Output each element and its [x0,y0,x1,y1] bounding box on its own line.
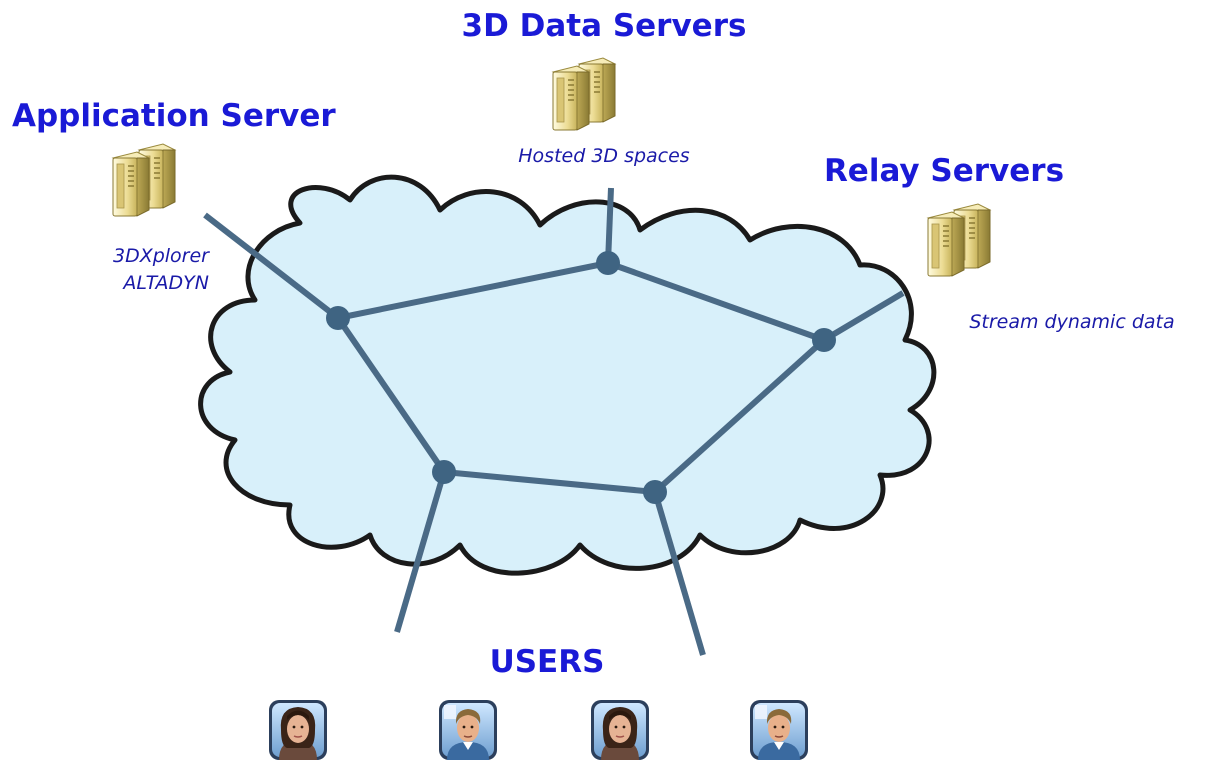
link-relay-servers [822,290,905,343]
link-data-servers [605,187,614,264]
link-ring-4 [443,469,656,495]
relay-servers-caption: Stream dynamic data [969,311,1174,333]
users-title: USERS [490,644,605,680]
link-ring-5 [335,316,447,474]
link-user-left [394,471,447,633]
network-nodes [326,251,836,504]
node-user-right [643,480,667,504]
network-cloud [198,174,937,576]
application-server-icon [113,144,175,216]
node-app [326,306,350,330]
data-servers-icon [553,58,615,130]
link-ring-1 [337,260,609,321]
link-ring-2 [606,260,826,343]
relay-servers-icon [928,204,990,276]
user-avatar-4-male-avatar [749,699,809,761]
user-avatar-3-female-avatar [590,699,650,761]
relay-servers-title: Relay Servers [824,153,1064,189]
application-server-caption-line1: 3DXplorer [113,245,210,267]
application-server-title: Application Server [12,98,336,134]
data-servers-caption: Hosted 3D spaces [518,145,690,167]
node-relay [812,328,836,352]
link-app-server [203,212,340,321]
node-user-left [432,460,456,484]
user-avatar-2-male-avatar [438,699,498,761]
data-servers-title: 3D Data Servers [462,8,747,44]
node-data [596,251,620,275]
link-ring-3 [652,337,827,495]
application-server-caption-line2: ALTADYN [121,272,209,294]
network-links [203,187,905,656]
cloud-shape [198,174,937,576]
user-avatar-1-female-avatar [268,699,328,761]
link-user-right [652,491,706,656]
